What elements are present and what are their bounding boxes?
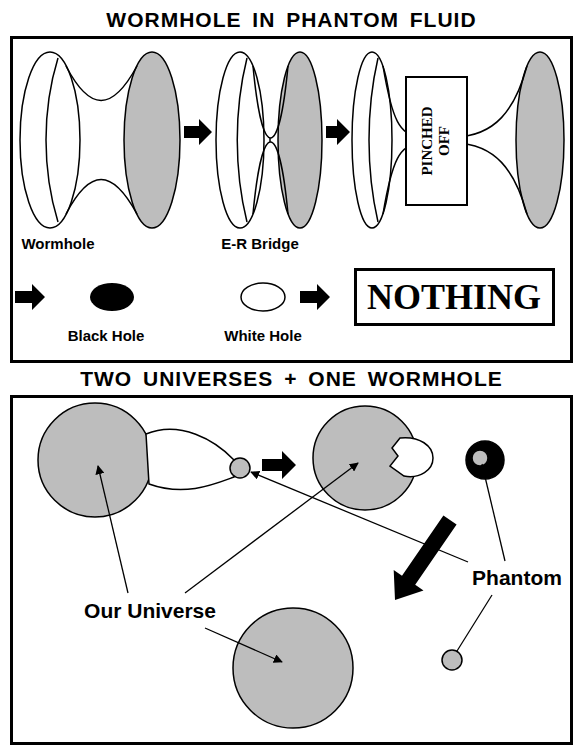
figure-caption: E-R Bridge [221, 235, 299, 253]
leader-line [457, 595, 492, 651]
universe-circle [233, 608, 353, 728]
throat-curve [66, 180, 137, 215]
block-arrow [184, 119, 212, 145]
bridge-line [269, 138, 271, 142]
black-hole-symbol [90, 283, 134, 311]
wormhole-figure [20, 52, 180, 228]
block-arrow [300, 284, 330, 310]
mouth-ellipse [216, 52, 264, 228]
bridge-figure [216, 52, 322, 228]
figure-caption: Black Hole [68, 327, 145, 345]
phantom-circle [230, 458, 250, 478]
phantom-circle [472, 450, 488, 466]
pinched-figure [352, 52, 564, 228]
mouth-ellipse [352, 52, 392, 228]
phantom-circle [442, 650, 462, 670]
result-box: NOTHING [354, 268, 555, 326]
leader-lines [98, 463, 505, 662]
leader-line [251, 472, 468, 562]
leader-line [185, 463, 358, 593]
leader-line [98, 466, 128, 593]
phantom-label: Phantom [472, 566, 562, 590]
box-text: NOTHING [367, 279, 541, 315]
throat-curve [253, 66, 288, 138]
panel-frame: PINCHED OFFNOTHINGWORMHOLE IN PHANTOM FL… [10, 36, 573, 363]
white-hole-symbol [241, 283, 285, 311]
mouth-ellipse [20, 52, 80, 228]
rim-curve [369, 58, 378, 222]
block-arrow [326, 119, 350, 145]
universe-label: Our Universe [84, 599, 216, 623]
pinched-box: PINCHED OFF [405, 76, 468, 206]
panel-heading: WORMHOLE IN PHANTOM FLUID [13, 8, 570, 32]
block-arrow [262, 451, 296, 479]
block-arrow [394, 516, 457, 601]
torn-notch [390, 438, 433, 477]
rim-curve [46, 58, 58, 222]
figure-caption: Wormhole [21, 235, 94, 253]
throat-curve [253, 142, 288, 214]
wormhole-tube [146, 429, 234, 489]
rim-curve [237, 58, 247, 222]
leader-line [205, 628, 282, 662]
universe-circle [38, 403, 152, 517]
panel-heading: TWO UNIVERSES + ONE WORMHOLE [13, 367, 570, 391]
leader-line [482, 464, 505, 561]
mouth-ellipse [278, 52, 322, 228]
black-hole-symbol [466, 441, 504, 479]
block-arrow [15, 284, 45, 310]
box-text: PINCHED OFF [419, 106, 454, 175]
figure-caption: White Hole [224, 327, 302, 345]
throat-curve [66, 66, 137, 101]
mouth-ellipse [124, 52, 180, 228]
universes-figure [38, 403, 504, 728]
